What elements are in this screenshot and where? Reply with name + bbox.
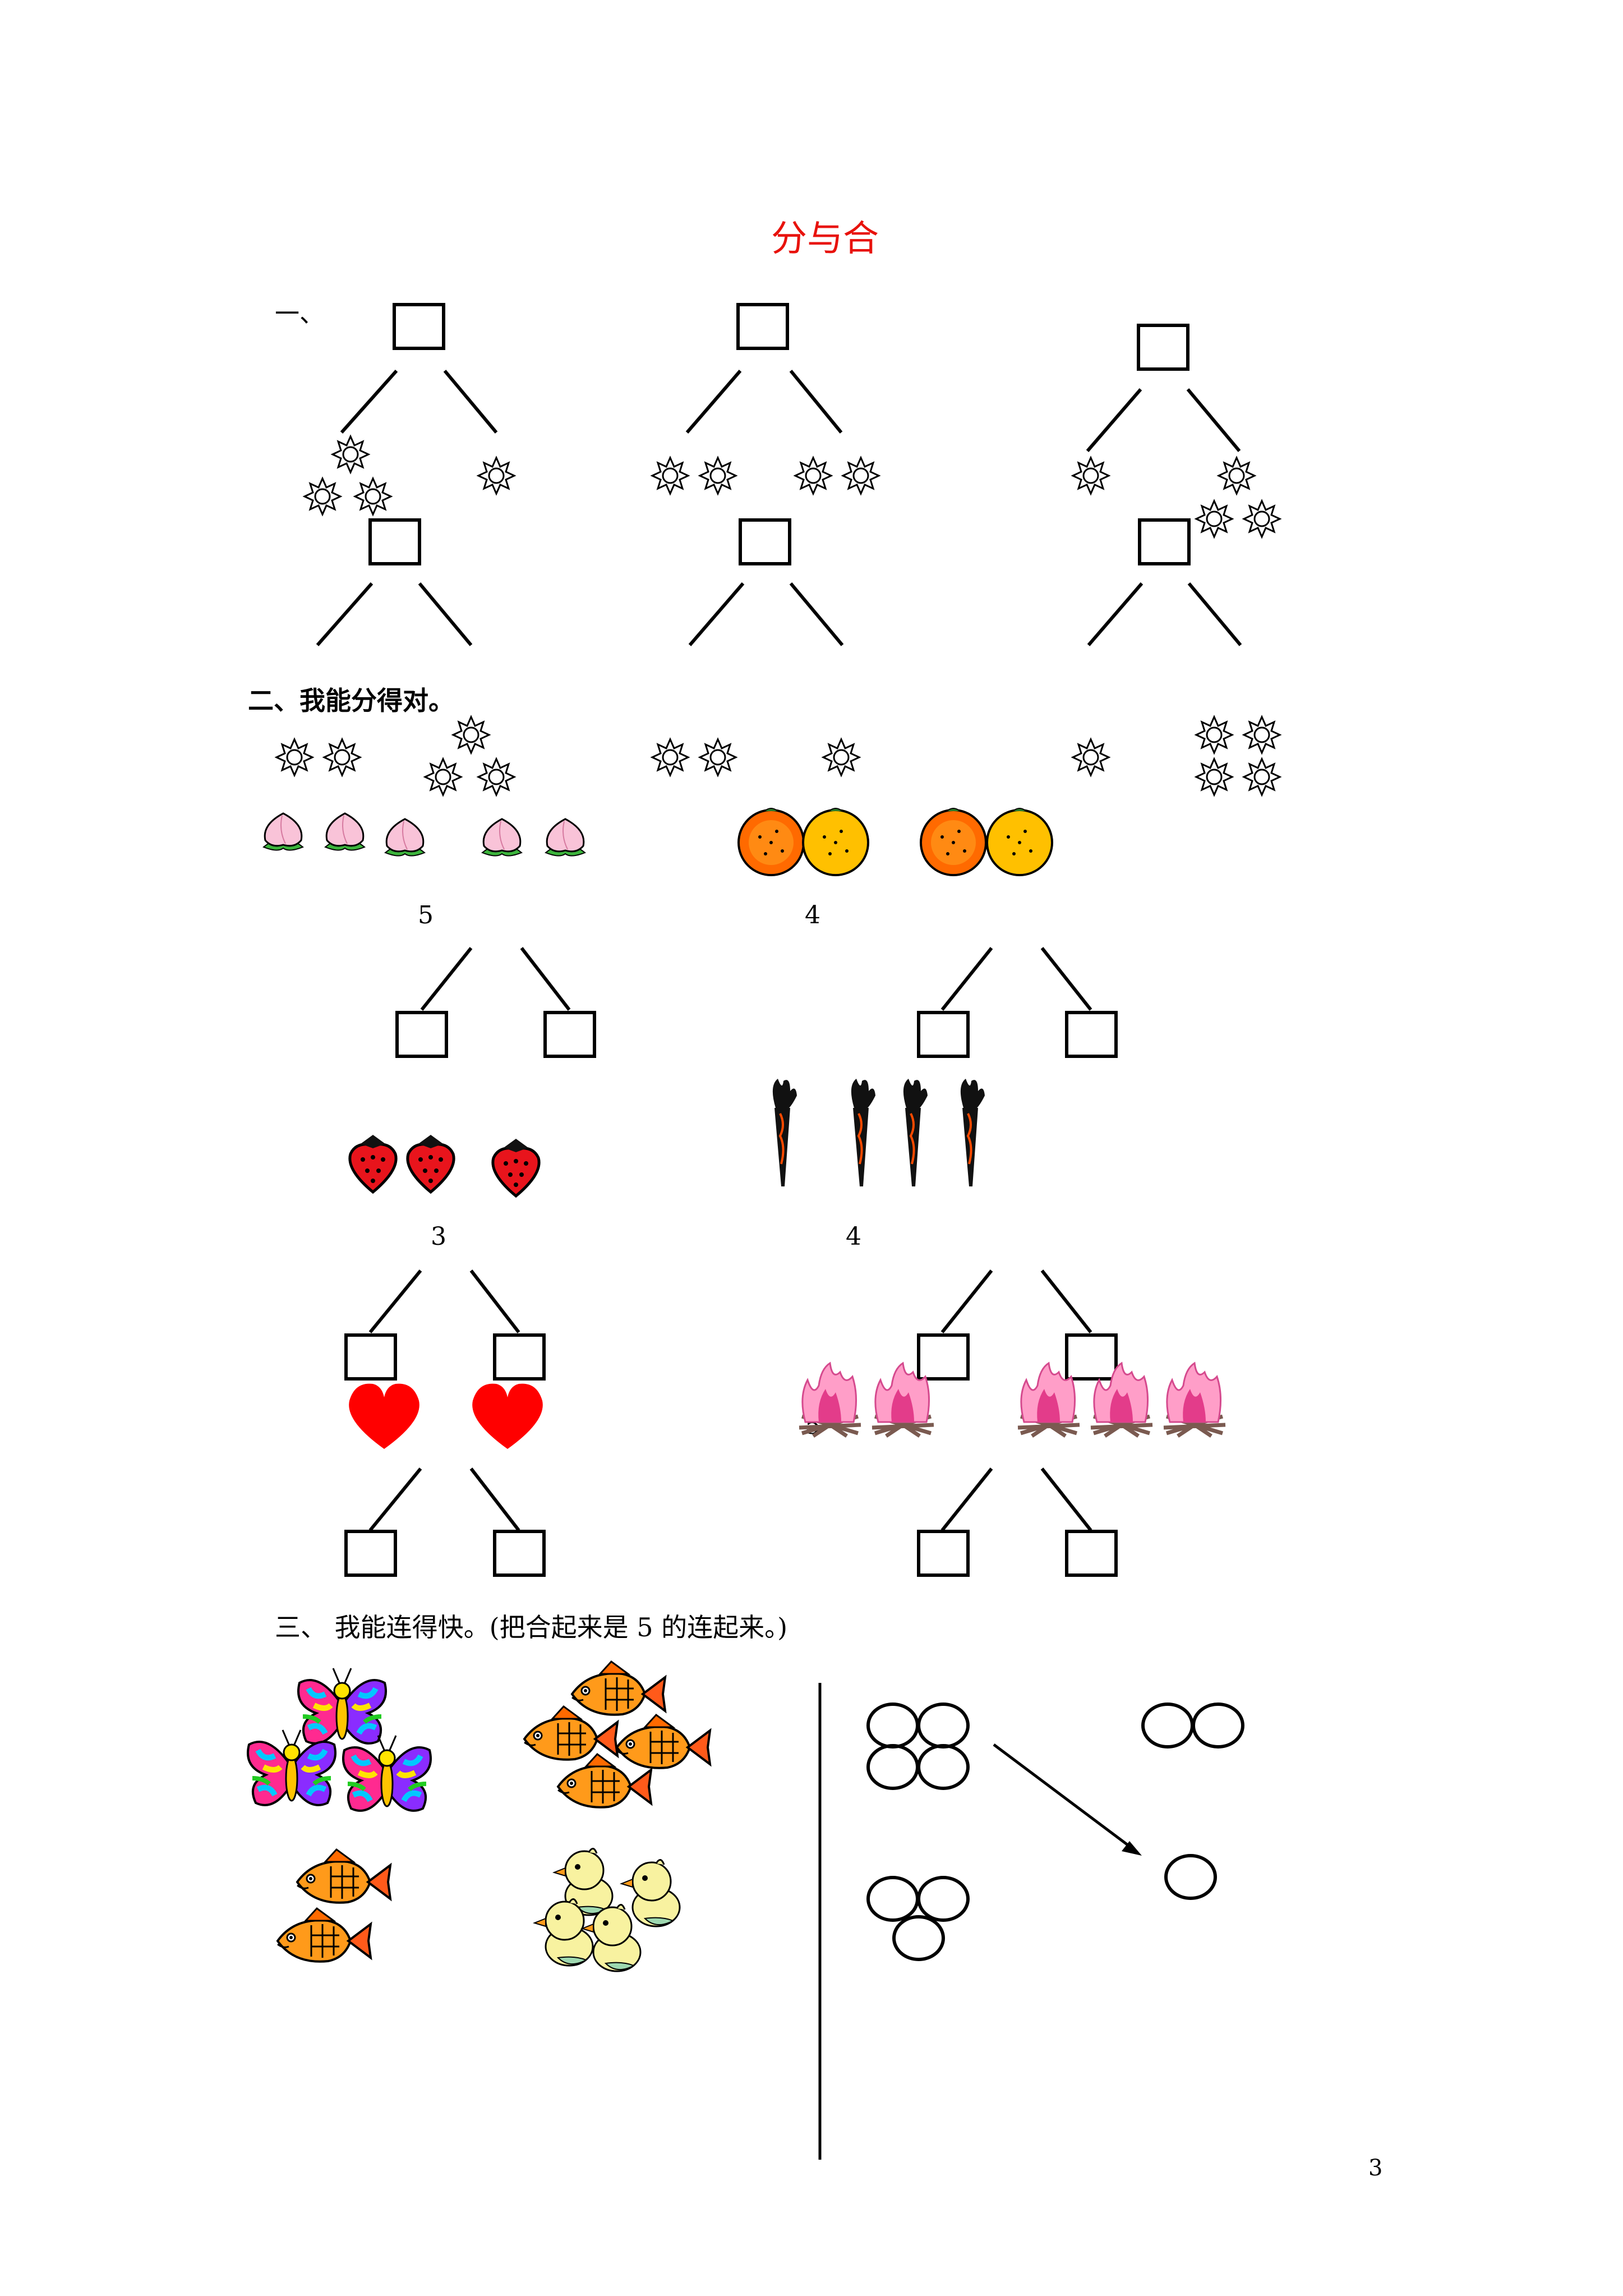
number-label: 5 [418,901,434,930]
number-label: 3 [431,1222,446,1251]
section-3-label: 三、 我能连得快。(把合起来是 5 的连起来。) [275,1612,788,1642]
number-label: 4 [846,1222,861,1251]
page-number: 3 [1368,2155,1383,2181]
heart-icon [349,1383,543,1449]
chick-icon [533,1847,681,1972]
strawberry-icon [350,1135,539,1196]
butterfly-icon [248,1668,431,1811]
arrow-icon [1122,1841,1142,1856]
section-1-label: 一、 [275,300,324,328]
campfire-icon [799,1363,1225,1436]
peach-icon [262,812,586,857]
sun-icon [303,435,1281,538]
section-2-label: 二、我能分得对。 [248,685,454,716]
orange-icon [737,807,1053,876]
carrot-icon [771,1078,986,1188]
number-label: 4 [805,901,820,930]
page-title: 分与合 [771,218,879,260]
sun-icon [275,716,1281,796]
